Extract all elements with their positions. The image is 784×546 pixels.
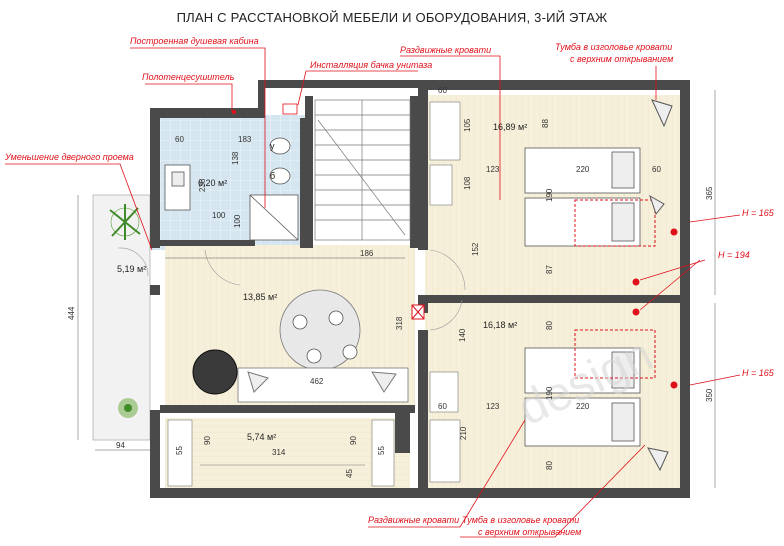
dim-label: 55 xyxy=(377,446,386,455)
dim-label: 60 xyxy=(438,86,447,95)
cushion-icon xyxy=(651,99,673,128)
cushion-icon xyxy=(247,371,269,393)
dim-label: 60 xyxy=(652,165,661,174)
dim-label: 462 xyxy=(310,377,324,386)
nightstand-outline xyxy=(574,329,656,379)
bathroom-fixtures xyxy=(164,103,299,241)
toilet xyxy=(269,137,291,155)
dim-label: 100 xyxy=(233,214,242,228)
leader-lines xyxy=(5,47,741,538)
label-h165-top: H = 165 xyxy=(742,208,775,218)
bedroom-bottom-floor xyxy=(425,303,680,488)
toilet-label: у xyxy=(270,141,275,151)
dim-label: 140 xyxy=(458,328,467,342)
label-h194: H = 194 xyxy=(718,250,750,260)
dim-label: 365 xyxy=(705,186,714,200)
dim-label: 238 xyxy=(198,178,207,192)
chairs xyxy=(292,310,358,364)
dim-label: 318 xyxy=(395,316,404,330)
dim-label: 444 xyxy=(67,306,76,320)
dim-label: 350 xyxy=(705,388,714,402)
dim-label: 220 xyxy=(576,402,590,411)
dim-label: 45 xyxy=(345,469,354,478)
bed-bottom xyxy=(524,347,641,447)
dim-label: 123 xyxy=(486,165,500,174)
label-h165-bottom: H = 165 xyxy=(742,368,775,378)
dim-label: 108 xyxy=(463,176,472,190)
cushion-icon xyxy=(371,371,397,393)
dim-label: 60 xyxy=(438,402,447,411)
dim-label: 87 xyxy=(545,265,554,274)
dim-label: 186 xyxy=(360,249,374,258)
dim-label: 90 xyxy=(349,436,358,445)
storage-floor xyxy=(165,418,410,488)
desk xyxy=(429,164,453,206)
label-towel-dryer: Полотенцесушитель xyxy=(142,72,235,82)
wardrobe xyxy=(429,419,461,483)
bidet xyxy=(269,167,291,185)
plant-icon xyxy=(118,398,138,418)
label-shower: Построенная душевая кабина xyxy=(130,36,259,46)
dimension-lines xyxy=(77,90,716,488)
dim-label: 190 xyxy=(545,386,554,400)
dim-label: 90 xyxy=(203,436,212,445)
bidet-label: б xyxy=(270,171,275,181)
storage-shelves xyxy=(167,419,395,487)
label-nightstand-top: Тумба в изголовье кровати xyxy=(555,42,672,52)
dim-label: 152 xyxy=(471,242,480,256)
dim-label: 138 xyxy=(231,151,240,165)
area-hall: 13,85 м² xyxy=(243,292,277,302)
dim-label: 60 xyxy=(175,135,184,144)
dim-label: 190 xyxy=(545,188,554,202)
pouf xyxy=(192,349,238,395)
door-swing xyxy=(204,249,241,286)
dim-label: 100 xyxy=(212,211,226,220)
staircase xyxy=(314,99,411,241)
area-balcony: 5,19 м² xyxy=(117,264,146,274)
label-sliding-beds-top: Раздвижные кровати xyxy=(400,45,491,55)
dim-label: 314 xyxy=(272,448,286,457)
door-swing xyxy=(429,299,463,331)
label-nightstand-bottom: Тумба в изголовье кровати xyxy=(462,515,579,525)
label-nightstand-top-2: с верхним открыванием xyxy=(570,54,673,64)
dim-label: 183 xyxy=(238,135,252,144)
dim-label: 210 xyxy=(459,426,468,440)
area-storage: 5,74 м² xyxy=(247,432,276,442)
cushion-icon xyxy=(649,194,665,216)
area-bedroom-top: 16,89 м² xyxy=(493,122,527,132)
balcony-door-swing xyxy=(117,247,149,277)
dim-label: 123 xyxy=(486,402,500,411)
dim-label: 88 xyxy=(541,119,550,128)
label-door-reduce: Уменьшение дверного проема xyxy=(4,152,134,162)
page-title: ПЛАН С РАССТАНОВКОЙ МЕБЕЛИ И ОБОРУДОВАНИ… xyxy=(176,10,608,25)
dim-label: 80 xyxy=(545,461,554,470)
label-sliding-beds-bottom: Раздвижные кровати xyxy=(368,515,459,525)
door-swing xyxy=(429,249,466,291)
bedroom-top-floor xyxy=(425,95,680,295)
dim-label: 80 xyxy=(545,321,554,330)
dim-label: 105 xyxy=(463,118,472,132)
area-bathroom: 6,20 м² xyxy=(198,178,227,188)
dim-label: 55 xyxy=(175,446,184,455)
dim-label: 220 xyxy=(576,165,590,174)
cushion-icon xyxy=(647,447,669,472)
toilet-tank-install xyxy=(282,103,298,115)
desk xyxy=(429,371,459,413)
label-toilet-tank: Инсталляция бачка унитаза xyxy=(310,60,432,70)
plant-icon xyxy=(109,204,141,240)
nightstand-outline xyxy=(574,199,656,247)
walls xyxy=(150,80,690,498)
wardrobe xyxy=(429,101,461,161)
bed-top xyxy=(524,147,641,247)
socket-markers xyxy=(632,228,678,389)
label-nightstand-bottom-2: с верхним открыванием xyxy=(478,527,581,537)
area-bedroom-bottom: 16,18 м² xyxy=(483,320,517,330)
dim-label: 94 xyxy=(116,441,125,450)
